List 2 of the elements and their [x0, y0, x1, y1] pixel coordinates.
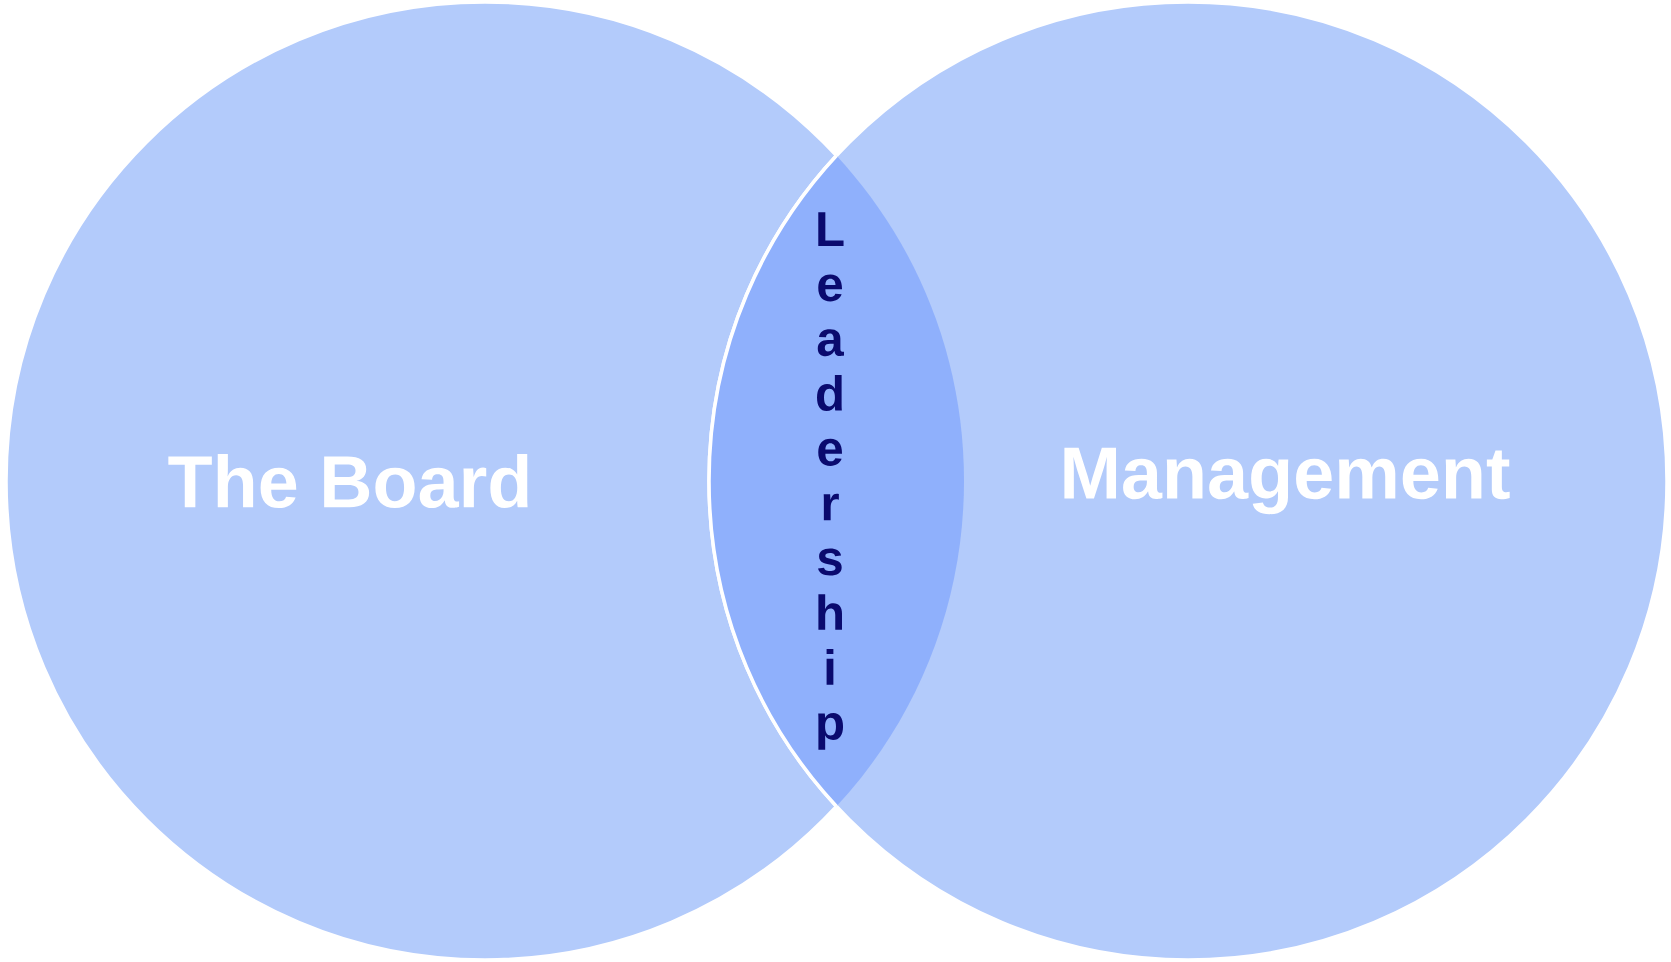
overlap-lens: Leadership: [817, 212, 844, 750]
node-label: Management: [1064, 447, 1510, 515]
